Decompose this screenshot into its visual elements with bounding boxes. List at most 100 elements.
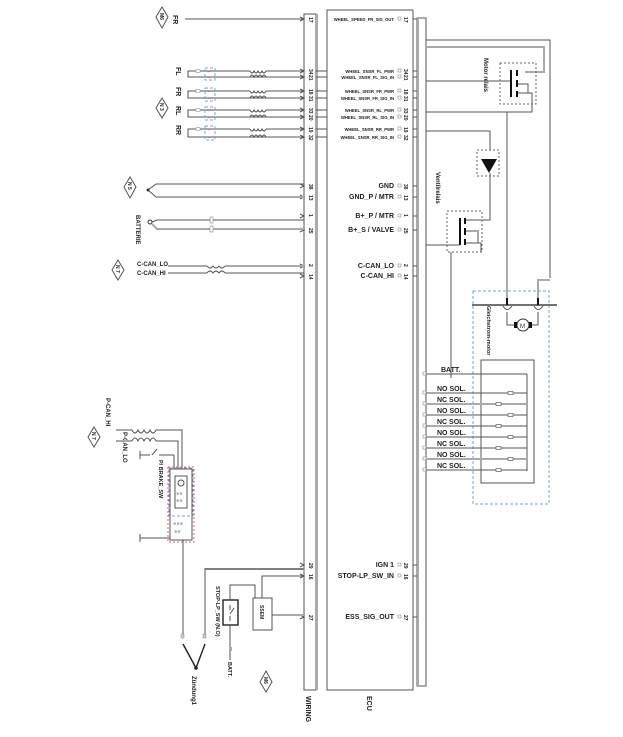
ecu-pin-label: ESS_SIG_OUT	[345, 614, 394, 621]
ecu-pin-number: 19	[402, 127, 408, 133]
ecu-pin-number: 20	[402, 115, 408, 121]
ecu-pin-terminal	[397, 263, 402, 268]
wiring-pin-number: 34	[307, 69, 313, 75]
wiring-pin-number: 19	[307, 127, 313, 133]
motor-relay	[499, 62, 537, 105]
svg-text:M6: M6	[158, 13, 164, 20]
stop-lp-sw-label: STOP-LP_SW (N.O)	[214, 586, 220, 637]
wiring-pin-number: 25	[307, 228, 313, 234]
svg-text:N 7: N 7	[114, 265, 120, 273]
p-can-hi-label: P-CAN_HI	[104, 398, 110, 427]
wheel-label-fr-out: FR	[171, 15, 178, 24]
svg-text:<>: <>	[207, 136, 211, 140]
ecu-pin-terminal	[397, 107, 402, 112]
ecu-pin-terminal	[397, 573, 402, 578]
svg-text:<>: <>	[207, 76, 211, 80]
ecu-pin-number: 32	[402, 135, 408, 141]
valve-relay-label: Ventilrelais	[434, 172, 440, 204]
ecu-pin-terminal	[397, 213, 402, 218]
ecu-pin-terminal	[397, 16, 402, 21]
ecu-pin-label: IGN 1	[376, 562, 394, 569]
svg-text:M6: M6	[262, 677, 268, 684]
wiring-label: WIRING	[304, 696, 311, 723]
valve-batt-label: BATT.	[441, 367, 460, 374]
ecu-pin-terminal	[397, 68, 402, 73]
ecu-pin-number: 38	[402, 184, 408, 190]
svg-text:≋≋: ≋≋	[176, 491, 183, 496]
ecu-pin-label: WHEEL_SNSR_RR_SIG_IN	[340, 135, 394, 140]
ecu-pin-terminal	[397, 183, 402, 188]
wiring-pin-number: 29	[307, 563, 313, 569]
ecu-pin-number: 18	[402, 89, 408, 95]
wiring-pin-number: 18	[307, 89, 313, 95]
solenoid-coil-icon	[495, 468, 502, 472]
wiring-pin-number: 16	[307, 574, 313, 580]
solenoid-terminal	[422, 401, 427, 406]
solenoid-coil-icon	[507, 413, 514, 417]
ecu-pin-label: C-CAN_LO	[358, 263, 395, 270]
solenoid-coil-icon	[507, 435, 514, 439]
ecu-pin-terminal	[397, 134, 402, 139]
wiring-pin-number: 2	[307, 264, 313, 267]
ecu-pin-terminal	[397, 88, 402, 93]
ecu-pin-number: 2	[402, 264, 408, 267]
valve-relay	[446, 210, 483, 253]
p-can-lo-label: P-CAN_LO	[121, 432, 127, 463]
ecu-pin-terminal	[397, 273, 402, 278]
c-can-hi-label: C-CAN_HI	[137, 271, 166, 277]
wiring-pin-number: 13	[307, 195, 313, 201]
ecu-pin-number: 14	[402, 274, 408, 280]
p-brake-sw-label: P/ BRAKE_SW	[157, 460, 163, 499]
dc-motor-label: Gleichstrom-motor	[485, 306, 491, 356]
ecu-pin-label: WHEEL_SNSR_RL_SIG_IN	[341, 115, 394, 120]
ecu-pin-label: WHEEL_SNSR_FL_PWR	[345, 69, 394, 74]
svg-text:<>: <>	[207, 70, 211, 74]
solenoid-label: NC SOL.	[437, 419, 465, 426]
wiring-pin-arrow	[299, 273, 306, 279]
svg-text:≋≋: ≋≋	[176, 498, 183, 503]
solenoid-label: NC SOL.	[437, 463, 465, 470]
ssem-label: SSEM	[258, 605, 264, 619]
ecu-pin-label: WHEEL_SNSR_FR_SIG_IN	[341, 96, 394, 101]
wheel-label: FR	[174, 87, 181, 96]
solenoid-terminal	[422, 456, 427, 461]
svg-text:≋≋≋: ≋≋≋	[173, 521, 183, 526]
wheel-label: RR	[174, 125, 181, 135]
svg-text:N 3: N 3	[158, 103, 164, 111]
wiring-pin-number: 33	[307, 108, 313, 114]
solenoid-terminal	[422, 423, 427, 428]
ecu-pin-label: STOP-LP_SW_IN	[338, 573, 394, 580]
ecu-pin-number: 17	[402, 17, 408, 23]
svg-text:<>: <>	[207, 128, 211, 132]
ecu-pin-label: B+_P / MTR	[355, 213, 394, 220]
wiring-pin-number: 32	[307, 135, 313, 141]
svg-text:<>: <>	[207, 116, 211, 120]
svg-text:<>: <>	[207, 109, 211, 113]
wheel-label: RL	[174, 106, 181, 116]
ignition-label: Zündung1	[190, 676, 196, 706]
ecu-pin-terminal	[397, 614, 402, 619]
solenoid-label: NO SOL.	[437, 430, 466, 437]
wiring-pin-number: 14	[307, 274, 313, 280]
ecu-pin-number: 1	[402, 214, 408, 217]
solenoid-coil-icon	[495, 446, 502, 450]
ecu-pin-label: C-CAN_HI	[361, 273, 395, 280]
ecu-pin-label: GND_P / MTR	[349, 194, 394, 201]
batt-label-stop: BATT.	[226, 662, 232, 678]
ecu-pin-label: B+_S / VALVE	[348, 227, 394, 234]
solenoid-coil-icon	[507, 457, 514, 461]
connector-diamond-m6-bottom: M6	[259, 669, 273, 693]
svg-text:<>: <>	[207, 97, 211, 101]
ecu-pin-label: WHEEL_SNSR_RR_PWR	[344, 127, 394, 132]
ecu-pin-terminal	[397, 126, 402, 131]
ecu-pin-number: 33	[402, 108, 408, 114]
svg-text:N 7: N 7	[90, 432, 96, 440]
ecu-pin-terminal	[397, 227, 402, 232]
wiring-pin-number: 38	[307, 184, 313, 190]
ecu-pin-terminal	[397, 74, 402, 79]
connector-diamond-n5: N 5	[123, 176, 137, 200]
battery-label: BATTERIE	[134, 215, 140, 245]
solenoid-label: NO SOL.	[437, 452, 466, 459]
solenoid-terminal	[422, 445, 427, 450]
